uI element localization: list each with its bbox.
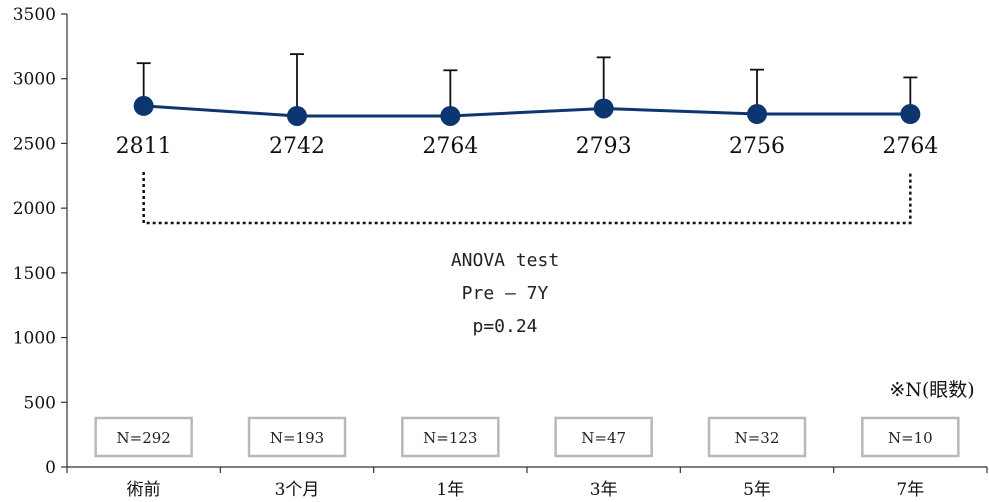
sample-size-label: N=123 <box>423 429 477 447</box>
data-value-label: 2764 <box>882 134 938 159</box>
sample-size-boxes: N=292 N=193 N=123 N=47 N=32 N=10 <box>94 416 960 458</box>
y-tick-label: 500 <box>24 393 56 413</box>
data-value-label: 2742 <box>269 134 325 159</box>
series-line <box>143 104 911 118</box>
x-tick-label: 3年 <box>590 480 618 500</box>
x-tick-label: 5年 <box>743 480 771 500</box>
y-tick-label: 0 <box>45 458 56 478</box>
x-tick-label: 1年 <box>436 480 464 500</box>
sample-size-box <box>861 416 960 458</box>
sample-size-label: N=193 <box>270 429 324 447</box>
sample-size-label: N=292 <box>117 429 171 447</box>
y-tick-label: 1000 <box>13 329 56 349</box>
anova-label: ANOVA test <box>451 250 559 271</box>
sample-size-box <box>401 416 500 458</box>
data-value-label: 2793 <box>576 134 632 159</box>
p-value-label: p=0.24 <box>472 316 537 337</box>
sample-size-label: N=32 <box>735 429 780 447</box>
data-points <box>133 95 921 126</box>
data-point <box>133 95 154 116</box>
x-tick-labels: 術前 3个月 1年 3年 5年 7年 <box>127 480 925 500</box>
data-point <box>287 105 307 126</box>
y-tick-label: 1500 <box>13 264 56 284</box>
n-note: ※N(眼数) <box>889 379 974 401</box>
y-tick-label: 2500 <box>13 134 56 154</box>
y-tick-labels: 0 500 1000 1500 2000 2500 3000 3500 <box>13 5 56 478</box>
x-tick-label: 3个月 <box>275 480 320 500</box>
sample-size-label: N=10 <box>888 429 933 447</box>
data-point <box>900 104 921 125</box>
data-value-label: 2764 <box>422 134 478 159</box>
series-path <box>143 104 911 118</box>
data-value-label: 2756 <box>729 134 785 159</box>
data-point <box>593 98 614 119</box>
data-point <box>747 104 767 125</box>
y-tick-label: 3000 <box>13 70 56 90</box>
comparison-bracket <box>142 172 912 225</box>
data-labels: 2811 2742 2764 2793 2756 2764 <box>116 134 939 159</box>
data-value-label: 2811 <box>116 134 172 159</box>
y-tick-label: 3500 <box>13 5 56 25</box>
comparison-range-label: Pre – 7Y <box>462 283 549 304</box>
axes <box>61 13 988 473</box>
sample-size-box <box>707 416 807 458</box>
x-tick-label: 術前 <box>127 480 161 500</box>
error-bars <box>136 53 918 116</box>
sample-size-box <box>94 416 193 458</box>
sample-size-box <box>554 416 653 458</box>
data-point <box>440 105 461 126</box>
bracket-line <box>142 172 912 225</box>
sample-size-box <box>247 416 347 458</box>
x-tick-label: 7年 <box>896 480 924 500</box>
y-tick-label: 2000 <box>13 199 56 219</box>
sample-size-label: N=47 <box>581 429 626 447</box>
